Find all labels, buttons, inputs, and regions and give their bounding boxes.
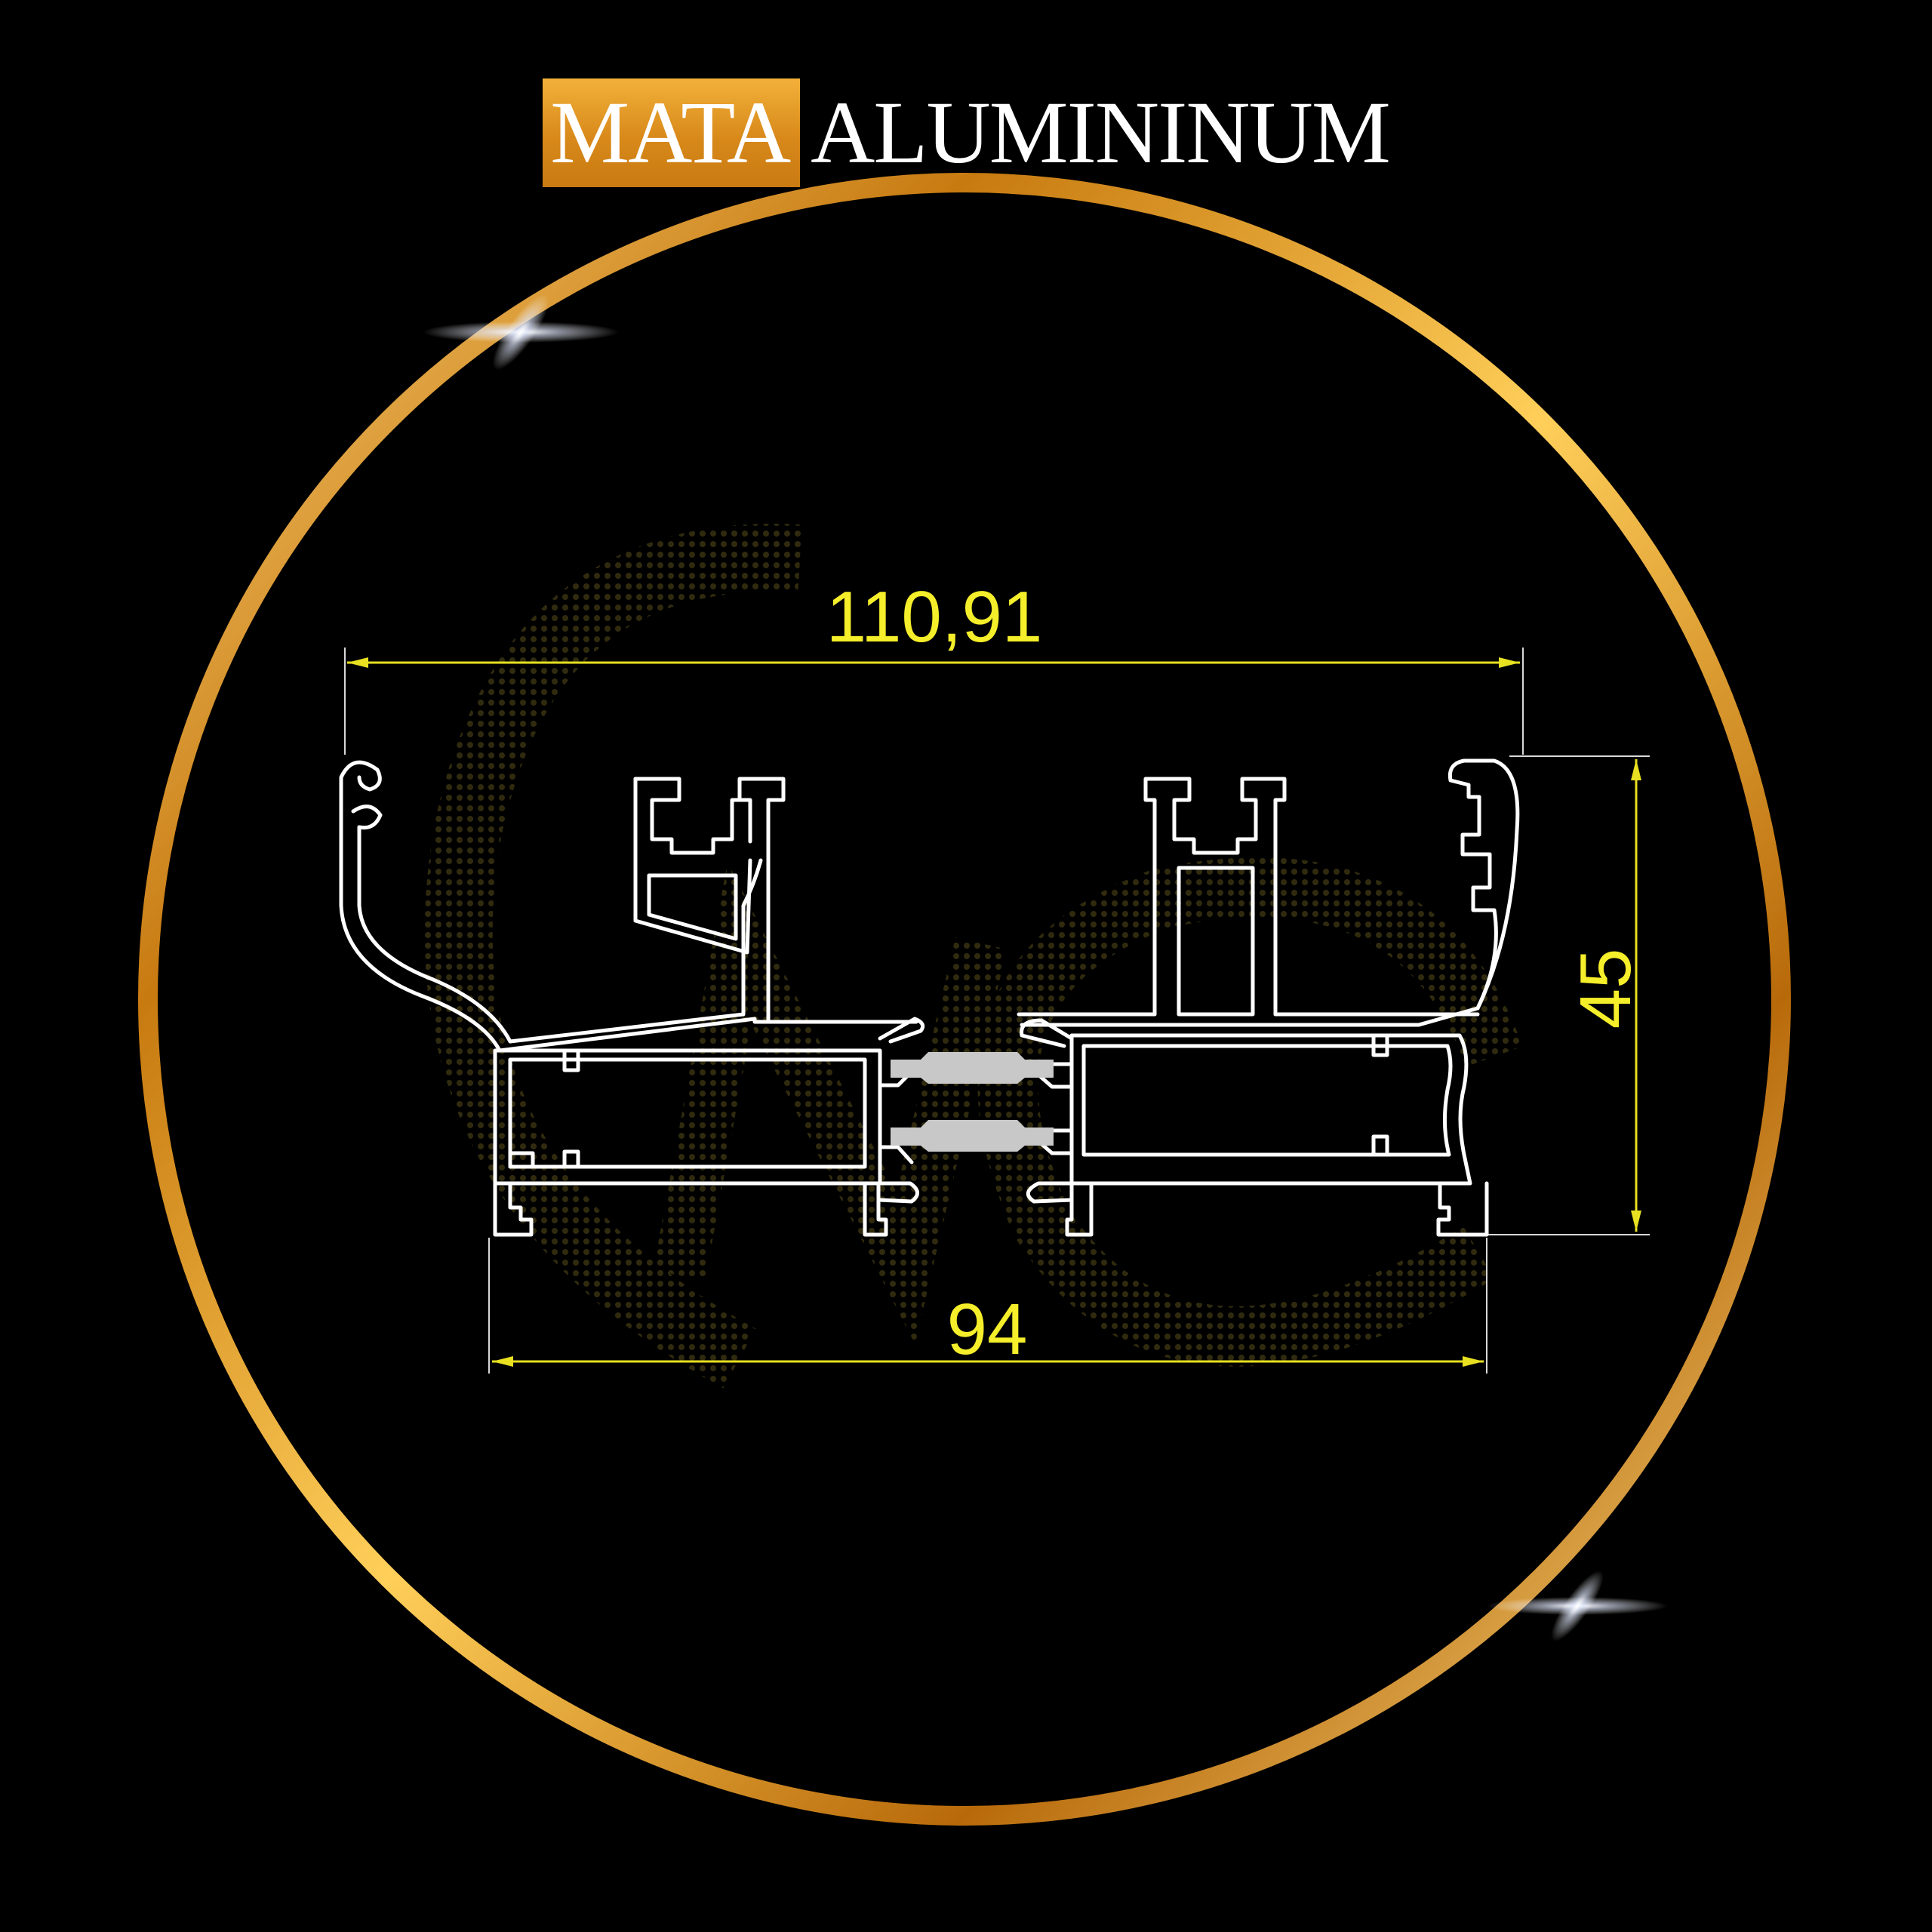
dimension-height: 45 (1565, 759, 1646, 1232)
brand-logo: MATA ALUMININUM (0, 78, 1932, 187)
extension-lines (344, 648, 1650, 1374)
gold-ring (138, 173, 1791, 1826)
overall-width-label: 110,91 (826, 577, 1043, 657)
dimension-base-width: 94 (492, 1289, 1484, 1370)
sparkle-bottom-right (1487, 1571, 1668, 1641)
dimension-overall-width: 110,91 (347, 577, 1520, 668)
base-width-label: 94 (947, 1289, 1028, 1370)
height-label: 45 (1565, 949, 1646, 1029)
right-profile (1017, 758, 1520, 1237)
left-profile (339, 760, 925, 1237)
sparkle-top-left (423, 294, 619, 371)
brand-name: ALUMININUM (811, 83, 1391, 182)
mc-watermark (424, 524, 1523, 1389)
insulation-strips (891, 1052, 1054, 1152)
brand-highlight: MATA (543, 78, 801, 187)
